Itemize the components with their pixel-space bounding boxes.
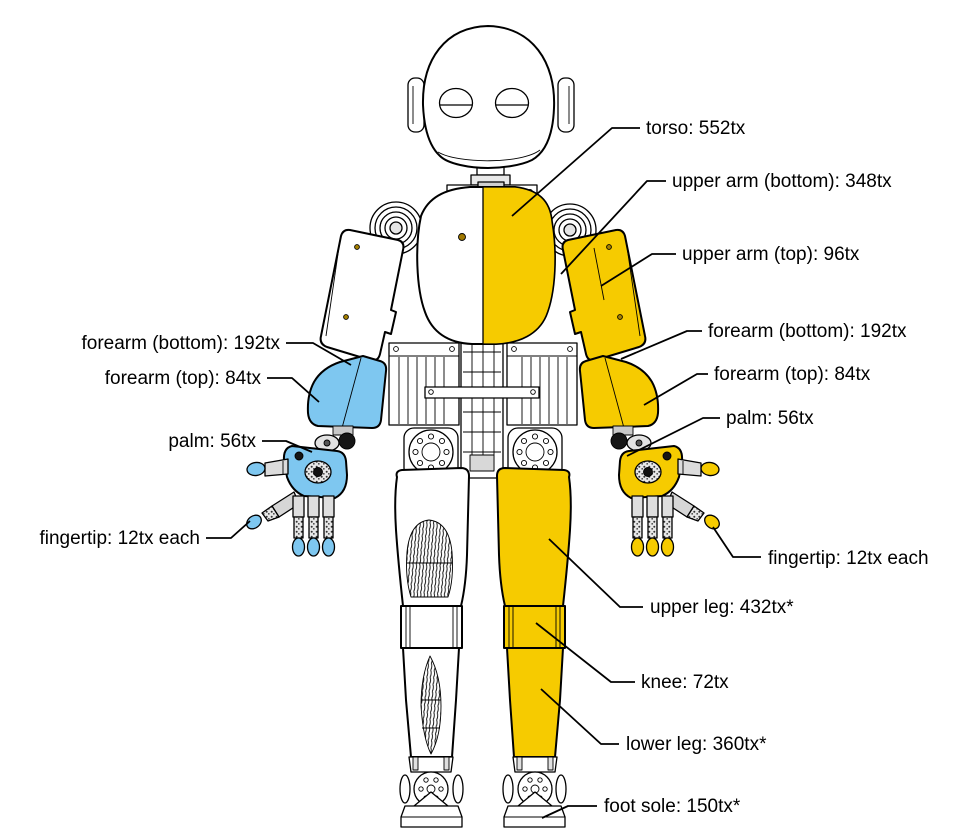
torso-cover-yellow-half: [482, 186, 556, 345]
right-fingertip-2: [645, 537, 660, 557]
left-index-fingertip: [246, 514, 262, 530]
head: [407, 25, 575, 169]
right-wrist-mechanism: [610, 425, 652, 452]
right-index-fingertip: [704, 514, 720, 530]
waist-crossbar: [424, 386, 540, 399]
right-fingertip-3: [630, 537, 645, 557]
torso: [416, 186, 556, 345]
label-upper-leg: upper leg: 432tx*: [650, 597, 794, 618]
right-index-finger: [666, 491, 720, 530]
leader-right-palm: [626, 417, 720, 457]
leader-left-fingertip: [206, 520, 251, 539]
left-wrist-mechanism: [314, 425, 356, 452]
left-arm: [246, 228, 405, 557]
hip-joint-left: [403, 427, 459, 479]
leader-upper-arm-bottom: [560, 180, 666, 275]
label-right-forearm-bottom: forearm (bottom): 192tx: [708, 321, 907, 342]
label-left-forearm-top: forearm (top): 84tx: [105, 368, 262, 389]
label-torso: torso: 552tx: [646, 118, 746, 139]
left-thumb-tip: [246, 461, 266, 477]
waist-assembly: [388, 331, 578, 479]
right-palm-mechanism: [634, 451, 672, 484]
right-forearm-skin: [578, 355, 660, 429]
right-fingertip-1: [660, 537, 675, 557]
label-foot-sole: foot sole: 150tx*: [604, 796, 741, 817]
annotations: torso: 552tx upper arm (bottom): 348tx u…: [39, 118, 929, 819]
left-forearm-skin: [306, 355, 388, 429]
right-forearm-seam: [604, 357, 625, 429]
torso-screw: [458, 233, 466, 241]
waist-panel-right: [506, 342, 578, 426]
left-fingertip-1: [291, 537, 306, 557]
left-upper-arm-cover: [319, 228, 405, 362]
leader-lower-leg: [540, 688, 619, 745]
leader-right-fingertip: [712, 526, 761, 558]
right-thumb: [677, 458, 720, 477]
label-right-fingertip: fingertip: 12tx each: [768, 548, 929, 569]
spine-column: [460, 331, 504, 479]
right-upper-arm-details: [593, 239, 641, 337]
label-left-fingertip: fingertip: 12tx each: [39, 528, 200, 549]
chin-seam: [437, 149, 541, 162]
ear-right: [557, 77, 575, 133]
right-foot: [502, 756, 567, 828]
right-fingers: [630, 495, 675, 557]
label-lower-leg: lower leg: 360tx*: [626, 734, 767, 755]
left-thumb: [246, 458, 289, 477]
label-left-palm: palm: 56tx: [168, 431, 256, 452]
right-upper-arm-cover: [561, 228, 647, 362]
leader-knee: [535, 622, 635, 683]
label-right-forearm-top: forearm (top): 84tx: [714, 364, 871, 385]
leader-torso: [511, 127, 640, 217]
left-knee: [400, 605, 463, 649]
label-upper-arm-top: upper arm (top): 96tx: [682, 244, 860, 265]
right-arm: [561, 228, 720, 557]
waist-panel-left: [388, 342, 460, 426]
right-foot-sole: [503, 805, 566, 828]
eye-right: [494, 87, 530, 119]
leader-right-forearm-top: [643, 373, 708, 406]
left-fingertip-3: [321, 537, 336, 557]
right-upper-leg: [496, 467, 572, 607]
leader-upper-leg: [548, 538, 643, 608]
left-upper-arm-details: [325, 239, 360, 337]
right-leg: [496, 467, 572, 828]
left-thigh-hatch: [406, 519, 453, 598]
eye-left: [438, 87, 474, 119]
left-index-finger: [246, 491, 300, 530]
right-thumb-tip: [700, 461, 720, 477]
left-foot: [399, 756, 464, 828]
leader-left-forearm-top: [267, 377, 320, 403]
left-fingers: [291, 495, 336, 557]
left-fingertip-2: [306, 537, 321, 557]
left-foot-sole: [400, 805, 463, 828]
label-upper-arm-bottom: upper arm (bottom): 348tx: [672, 171, 892, 192]
ear-left: [407, 77, 425, 133]
leader-left-forearm-bottom: [286, 342, 352, 366]
leader-upper-arm-top: [600, 253, 676, 287]
left-shin-hatch: [420, 655, 442, 755]
left-forearm-seam: [341, 357, 362, 429]
skull: [421, 25, 556, 169]
left-leg: [394, 467, 470, 828]
leader-left-palm: [262, 440, 313, 453]
label-left-forearm-bottom: forearm (bottom): 192tx: [81, 333, 280, 354]
leader-foot-sole: [541, 805, 597, 819]
right-knee: [503, 605, 566, 649]
label-right-palm: palm: 56tx: [726, 408, 814, 429]
left-palm-mechanism: [294, 451, 332, 484]
label-knee: knee: 72tx: [641, 672, 729, 693]
leader-right-forearm-bottom: [620, 330, 702, 360]
